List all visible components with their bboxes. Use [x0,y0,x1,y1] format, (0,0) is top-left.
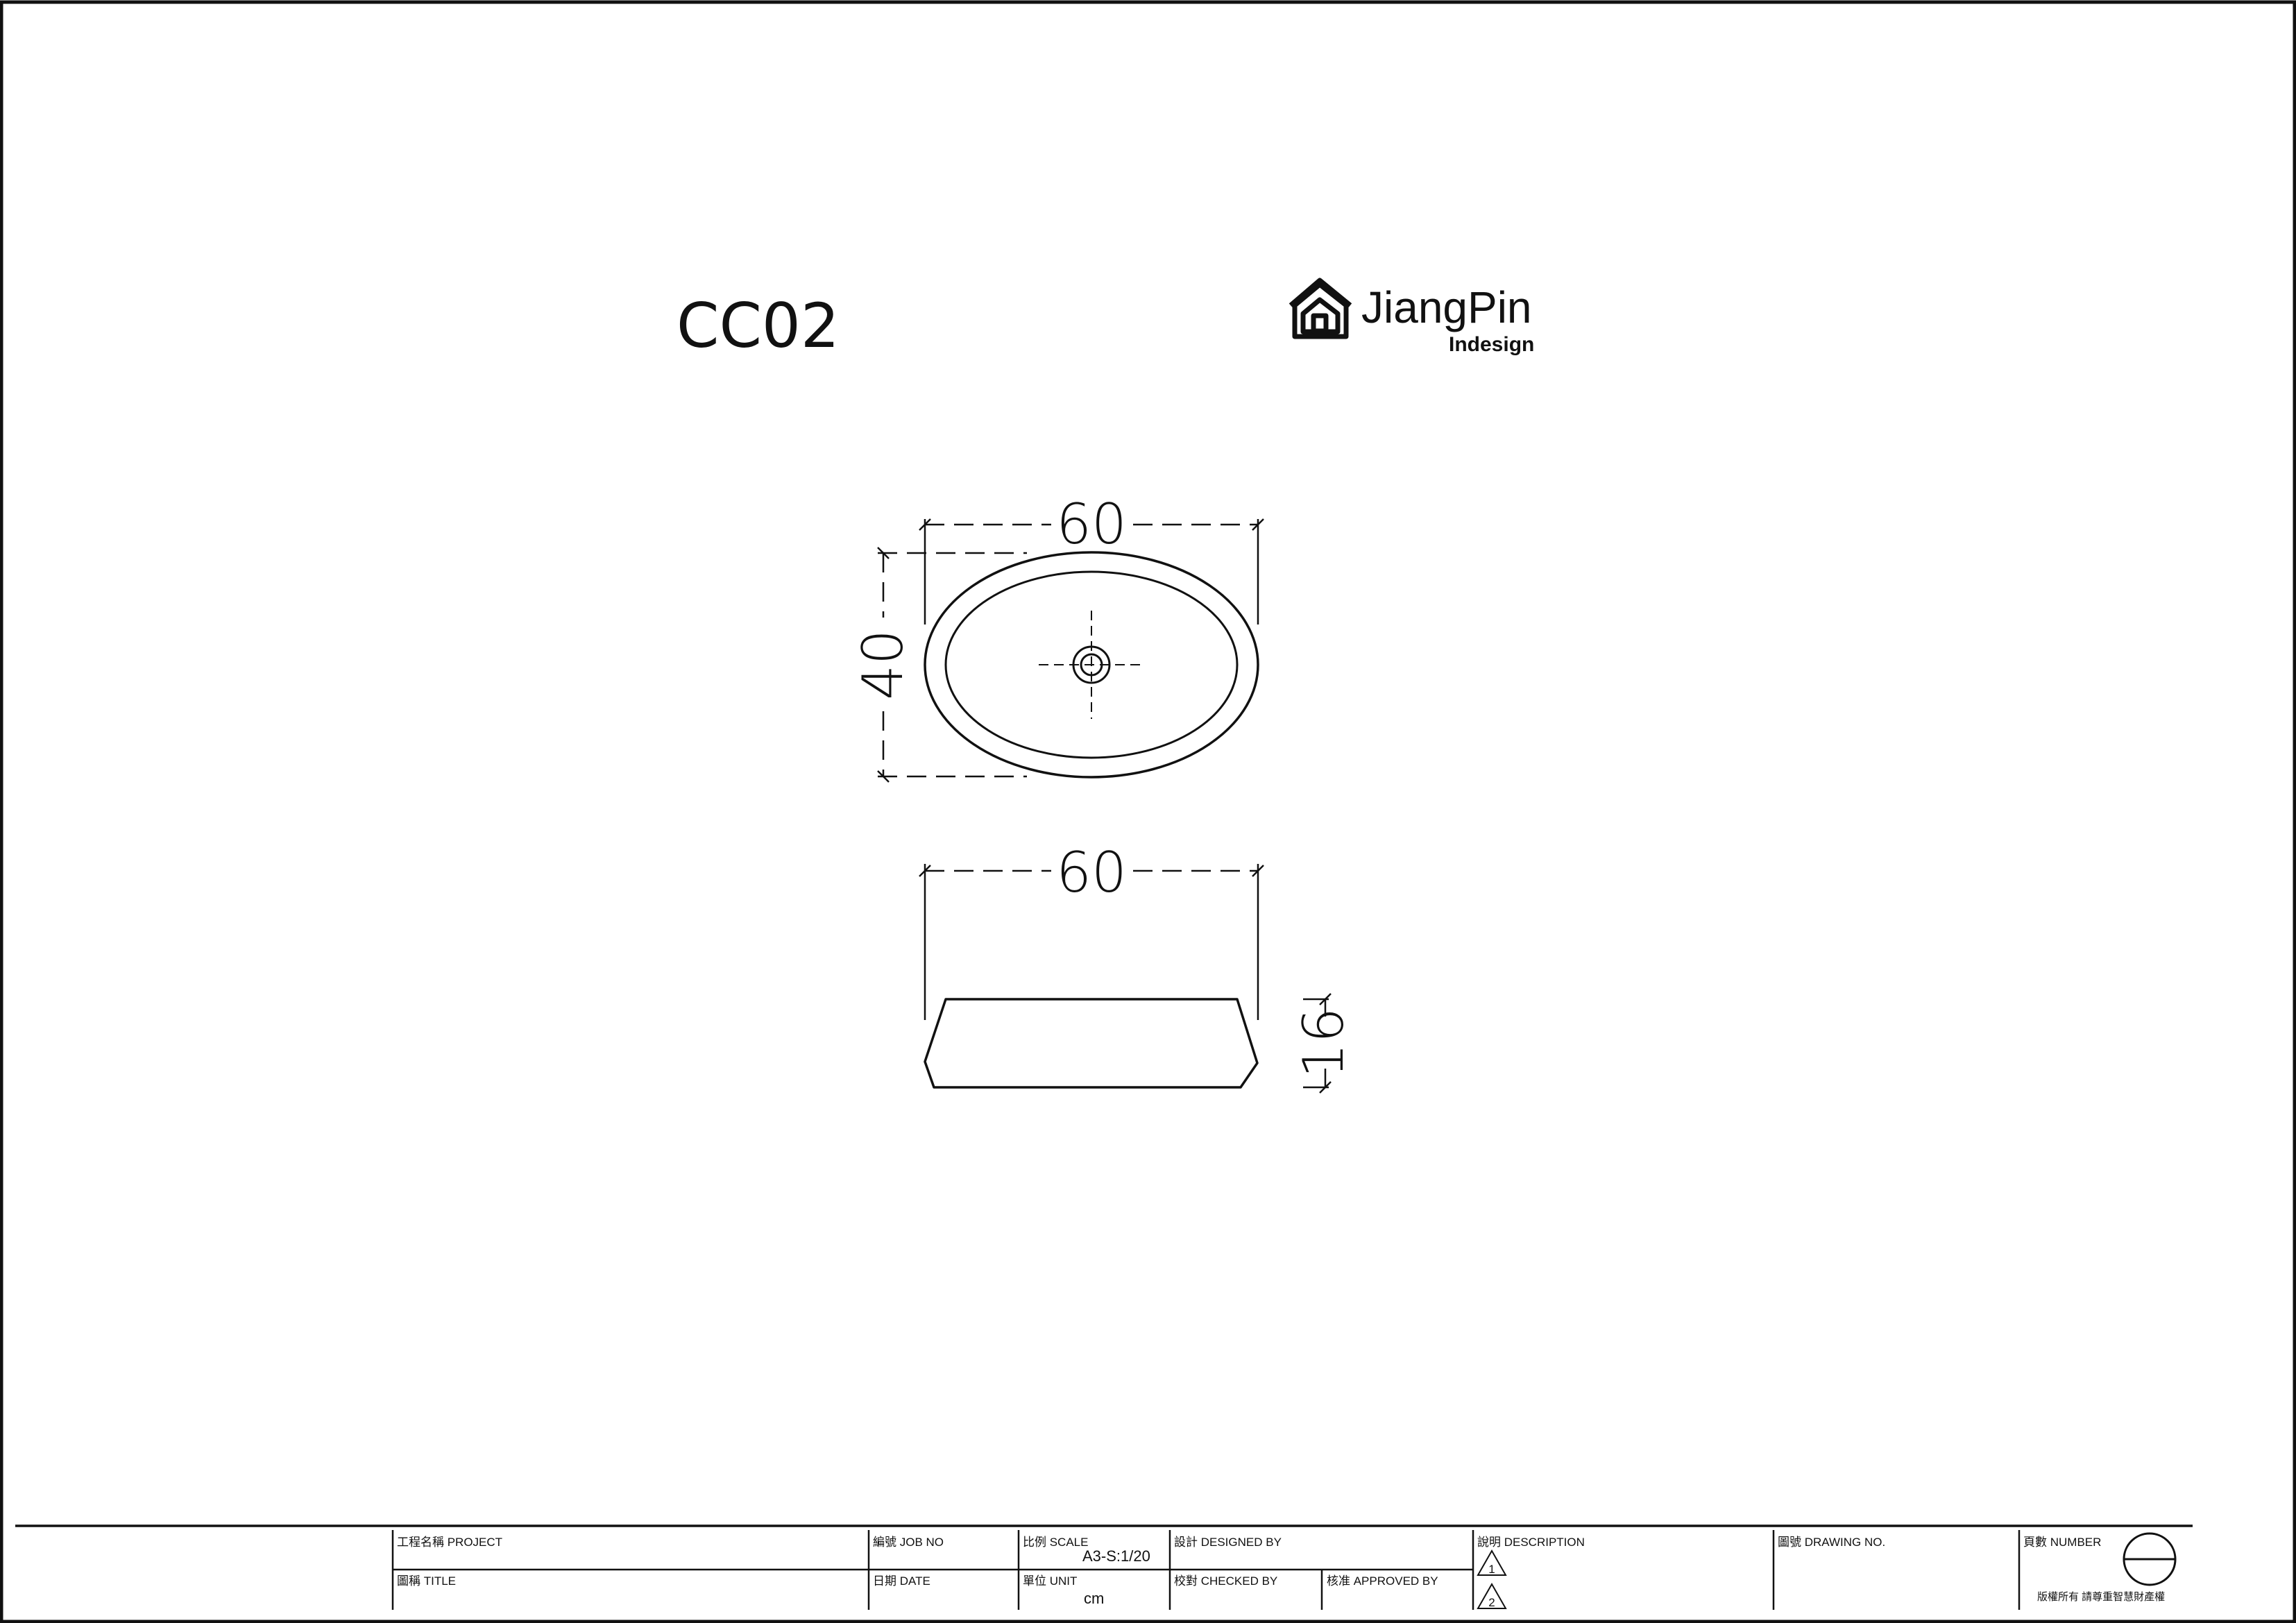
side-height-value: 16 [1291,1008,1356,1078]
title-block [15,1524,2193,1610]
top-width-dimension [919,518,1264,624]
drawing-no-label: 圖號 DRAWING NO. [1778,1536,1885,1549]
svg-text:2: 2 [1488,1596,1495,1609]
jiangpin-logo: JiangPin Indesign [1289,278,1534,356]
side-height-dimension [1303,993,1332,1094]
side-width-dimension [919,864,1264,1020]
page-circle-icon [2123,1532,2177,1586]
approved-by-label: 核准 APPROVED BY [1327,1574,1438,1588]
svg-text:1: 1 [1488,1563,1495,1576]
title-label: 圖稱 TITLE [397,1574,456,1588]
basin-inner-bowl [944,570,1239,759]
top-depth-dimension [877,547,1027,783]
designed-by-label: 設計 DESIGNED BY [1174,1536,1282,1549]
scale-label: 比例 SCALE [1023,1536,1088,1549]
model-title: CC02 [677,290,840,362]
unit-label: 單位 UNIT [1023,1574,1077,1588]
side-view [919,864,1332,1094]
top-width-value: 60 [1056,492,1127,556]
side-width-value: 60 [1056,840,1127,905]
house-icon [1289,278,1352,339]
drain-centerlines [1039,611,1145,719]
basin-outer-rim [924,551,1259,779]
checked-by-label: 校對 CHECKED BY [1174,1574,1277,1588]
logo-tagline: Indesign [1449,333,1534,356]
scale-value: A3-S:1/20 [1082,1547,1150,1565]
revision-2-triangle-icon: 2 [1477,1582,1507,1609]
project-label: 工程名稱 PROJECT [397,1536,502,1549]
top-view [877,518,1264,783]
description-label: 說明 DESCRIPTION [1477,1536,1585,1549]
page-number-label: 頁數 NUMBER [2023,1536,2101,1549]
date-label: 日期 DATE [873,1574,930,1588]
revision-1-triangle-icon: 1 [1477,1549,1507,1576]
copyright-note: 版權所有 請尊重智慧財產權 [2037,1590,2165,1603]
logo-name: JiangPin [1361,282,1532,332]
unit-value: cm [1084,1590,1104,1607]
basin-side-profile [924,998,1259,1089]
job-no-label: 編號 JOB NO [873,1536,944,1549]
top-depth-value: 40 [851,629,915,700]
